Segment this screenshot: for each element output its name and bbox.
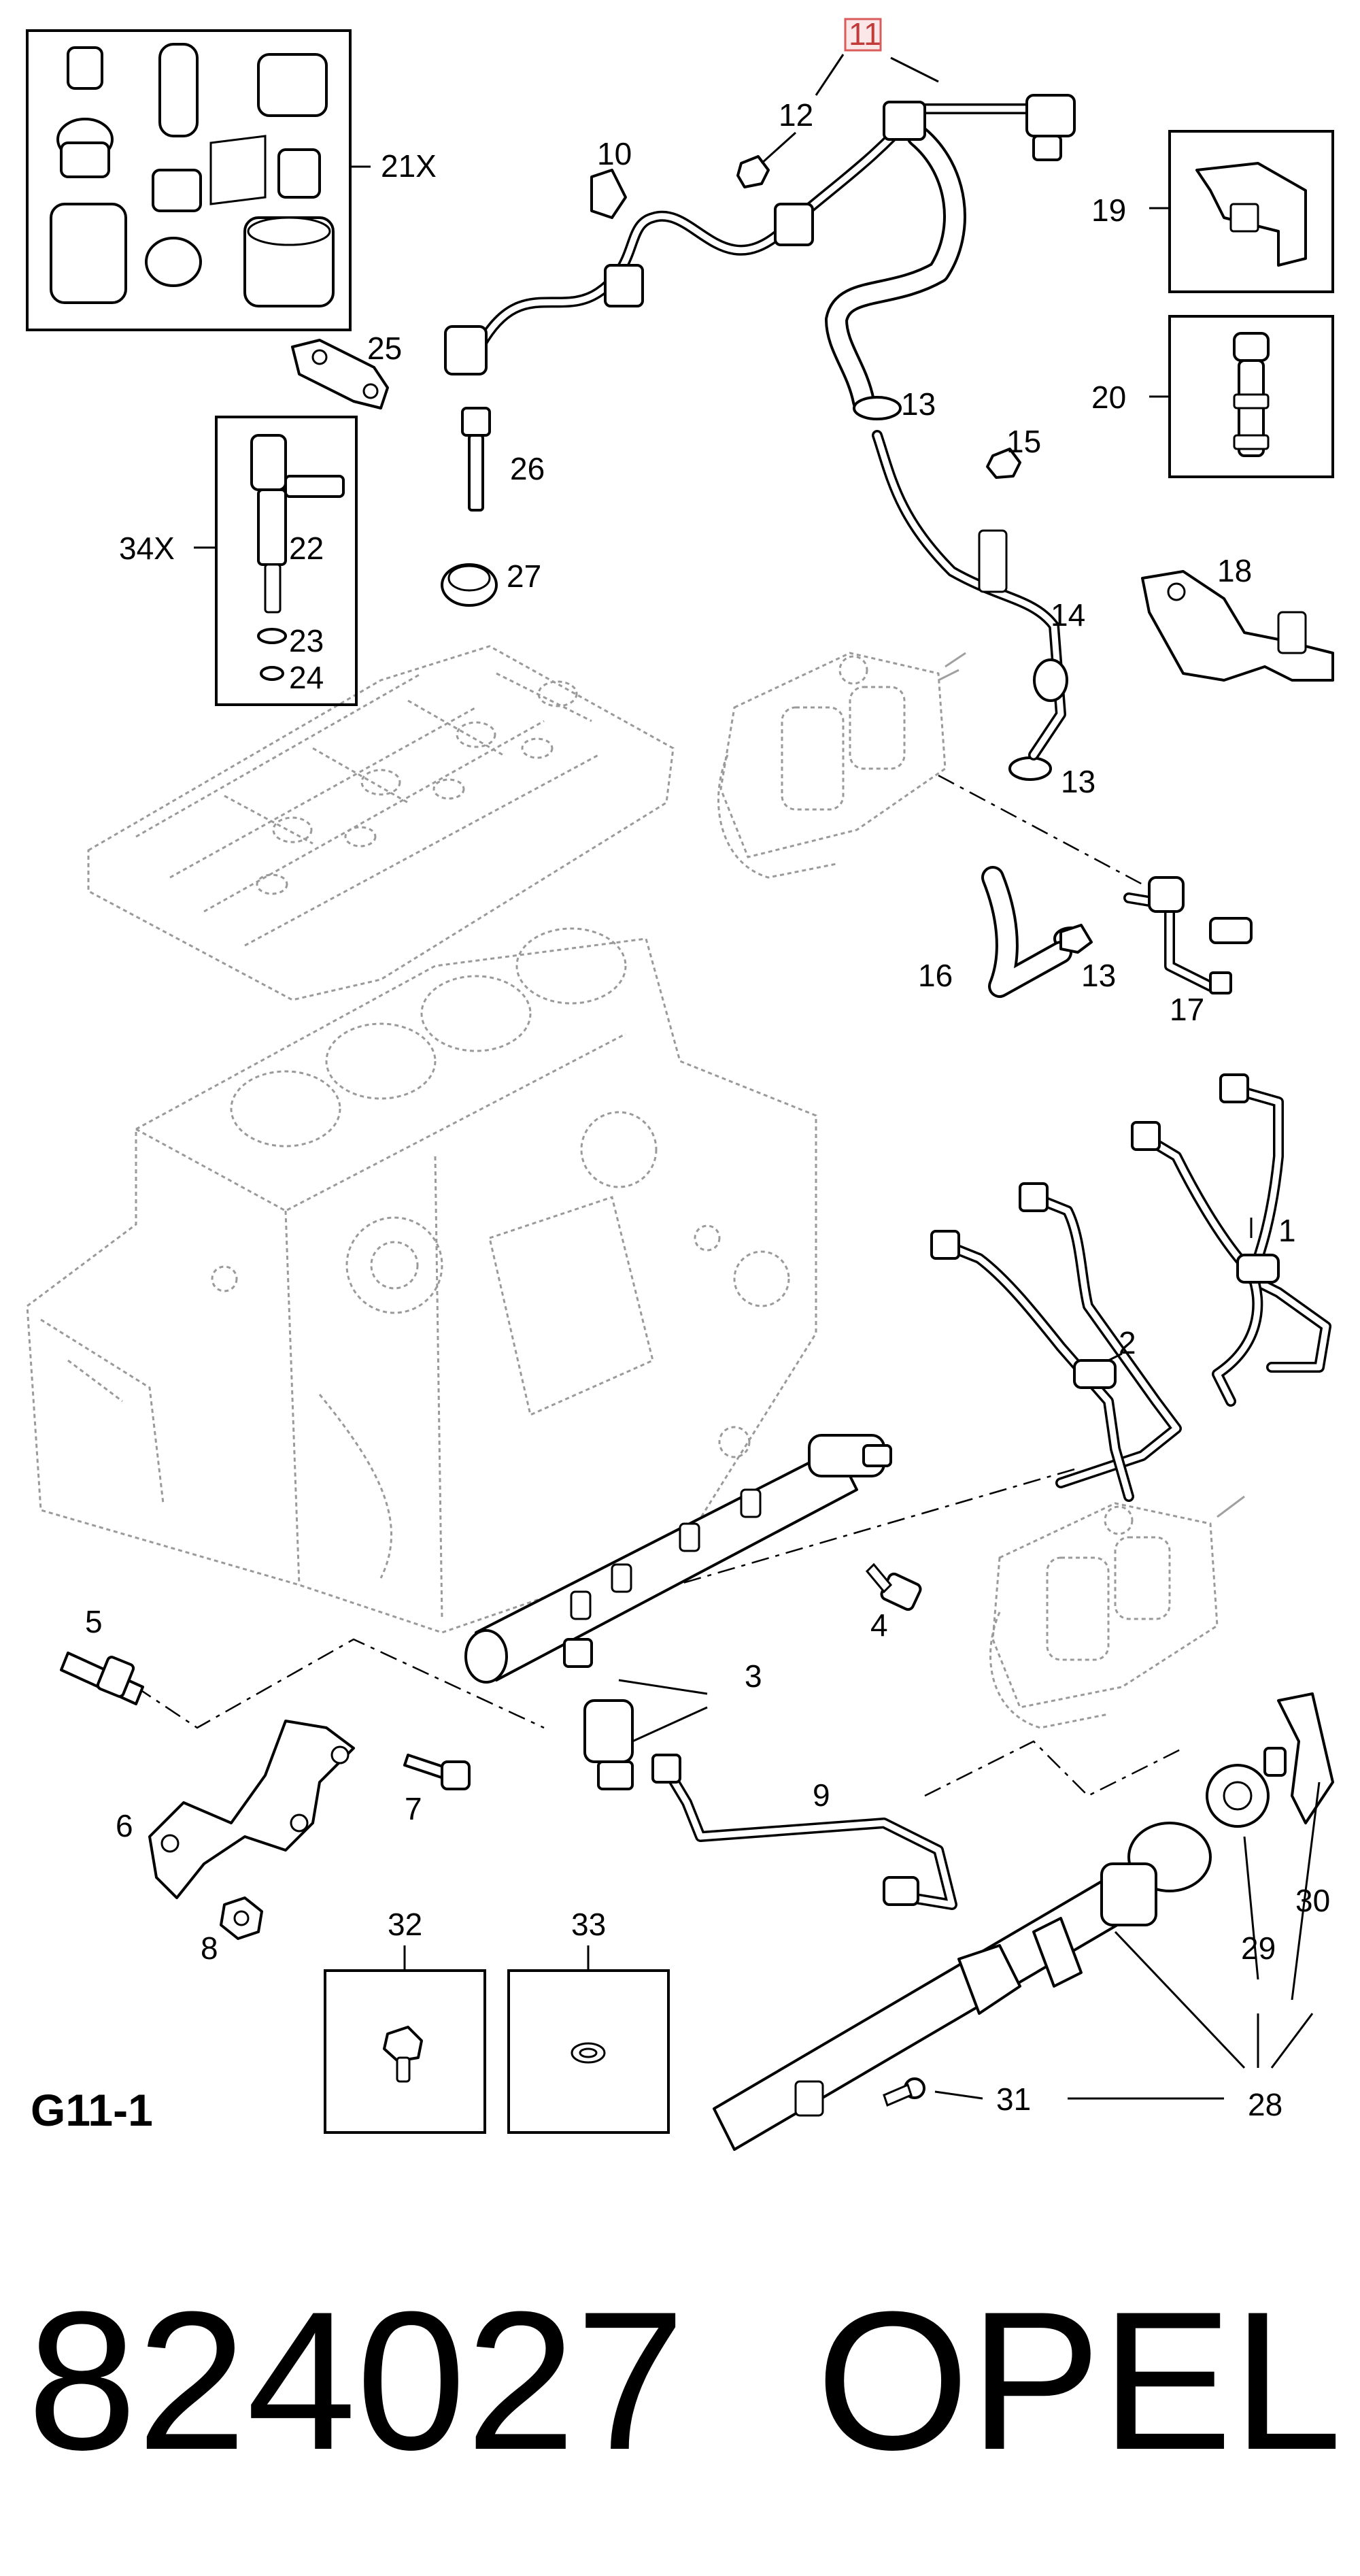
part-8-nut	[220, 1896, 263, 1940]
callout-20: 20	[1091, 380, 1126, 415]
part-4-bolt	[865, 1562, 922, 1611]
callout-14: 14	[1051, 597, 1085, 633]
group-code-label: G11-1	[31, 2085, 153, 2135]
brand-name: OPEL	[816, 2271, 1342, 2491]
leader-lines	[618, 54, 1321, 2100]
part-12-nut	[736, 155, 770, 188]
callout-24: 24	[289, 660, 324, 695]
part-29-pressure-regulator	[1206, 1747, 1287, 1828]
part-1-injector-pipes	[1131, 1073, 1331, 1407]
callout-11: 11	[849, 16, 881, 52]
callout-22: 22	[289, 531, 324, 566]
part-3-pressure-sensor	[583, 1699, 634, 1790]
part-30-clip	[1277, 1692, 1334, 1824]
callout-8: 8	[201, 1930, 218, 1966]
callout-34x: 34X	[119, 531, 175, 566]
part-7-bolt	[403, 1754, 471, 1790]
part-16-hose	[981, 866, 1072, 998]
box-32	[324, 1945, 486, 2134]
part-11-leak-off-line	[444, 94, 1076, 413]
part-13-clamp-upper	[853, 396, 902, 420]
part-9-pipe	[651, 1754, 957, 1910]
part-3-fuel-rail	[464, 1434, 892, 1684]
part-31-screw	[883, 2077, 925, 2107]
callout-9: 9	[813, 1777, 830, 1813]
callout-27: 27	[507, 558, 541, 594]
callout-13-mid: 13	[1061, 764, 1095, 799]
callout-13-lower: 13	[1081, 958, 1116, 993]
callout-29: 29	[1241, 1930, 1276, 1966]
callout-7: 7	[405, 1791, 422, 1826]
callout-labels: 11 12 10 13 15 14 18 13 16 13 17 1 2 3 4…	[85, 16, 1330, 2122]
box-21-service-kit	[26, 29, 371, 331]
part-number: 824027	[27, 2271, 685, 2491]
box-33	[507, 1945, 670, 2134]
callout-4: 4	[870, 1607, 888, 1643]
injection-pump-ghost-upper	[717, 652, 966, 879]
part-25-clamp	[291, 339, 389, 409]
callout-5: 5	[85, 1604, 103, 1639]
part-26-bolt	[461, 407, 491, 512]
part-2-injector-pipes	[930, 1182, 1182, 1502]
connector-lines	[135, 774, 1184, 1797]
callout-28: 28	[1248, 2087, 1282, 2122]
part-28-fuel-rail-lower	[713, 1822, 1212, 2151]
part-18-bracket	[1141, 570, 1334, 682]
callout-13-upper: 13	[901, 386, 936, 422]
callout-15: 15	[1006, 424, 1041, 459]
part-15-nut	[986, 448, 1021, 479]
callout-18: 18	[1217, 553, 1252, 588]
callout-3: 3	[745, 1658, 762, 1694]
callout-25: 25	[367, 331, 402, 366]
callout-2: 2	[1119, 1325, 1136, 1360]
part-17-fitting	[1123, 876, 1253, 994]
callout-31: 31	[996, 2081, 1031, 2117]
part-6-bracket	[148, 1720, 355, 1899]
callout-30: 30	[1295, 1883, 1330, 1918]
highlight-box-11	[844, 18, 882, 52]
callout-19: 19	[1091, 193, 1126, 228]
callout-32: 32	[388, 1907, 422, 1942]
cylinder-head-ghost	[87, 645, 675, 1001]
part-27-seal	[441, 563, 498, 607]
engine-block-ghost	[26, 927, 817, 1634]
part-5-stud	[60, 1652, 144, 1705]
callout-16: 16	[918, 958, 953, 993]
part-13-clamp-mid	[1008, 756, 1052, 781]
callout-26: 26	[510, 451, 545, 486]
callout-6: 6	[116, 1808, 133, 1843]
callout-33: 33	[571, 1907, 606, 1942]
box-34-injector	[194, 416, 358, 706]
part-13-clamp-small	[1059, 924, 1093, 954]
box-20-pin	[1149, 315, 1334, 478]
callout-23: 23	[289, 623, 324, 658]
callout-1: 1	[1278, 1213, 1296, 1248]
part-10-clip	[590, 169, 627, 219]
callout-10: 10	[597, 136, 632, 171]
injection-pump-ghost-lower	[989, 1495, 1245, 1729]
callout-17: 17	[1170, 992, 1204, 1027]
callout-21x: 21X	[381, 148, 437, 184]
box-19-bracket	[1149, 130, 1334, 293]
part-14-return-pipe	[872, 430, 1068, 760]
callout-12: 12	[779, 97, 813, 133]
